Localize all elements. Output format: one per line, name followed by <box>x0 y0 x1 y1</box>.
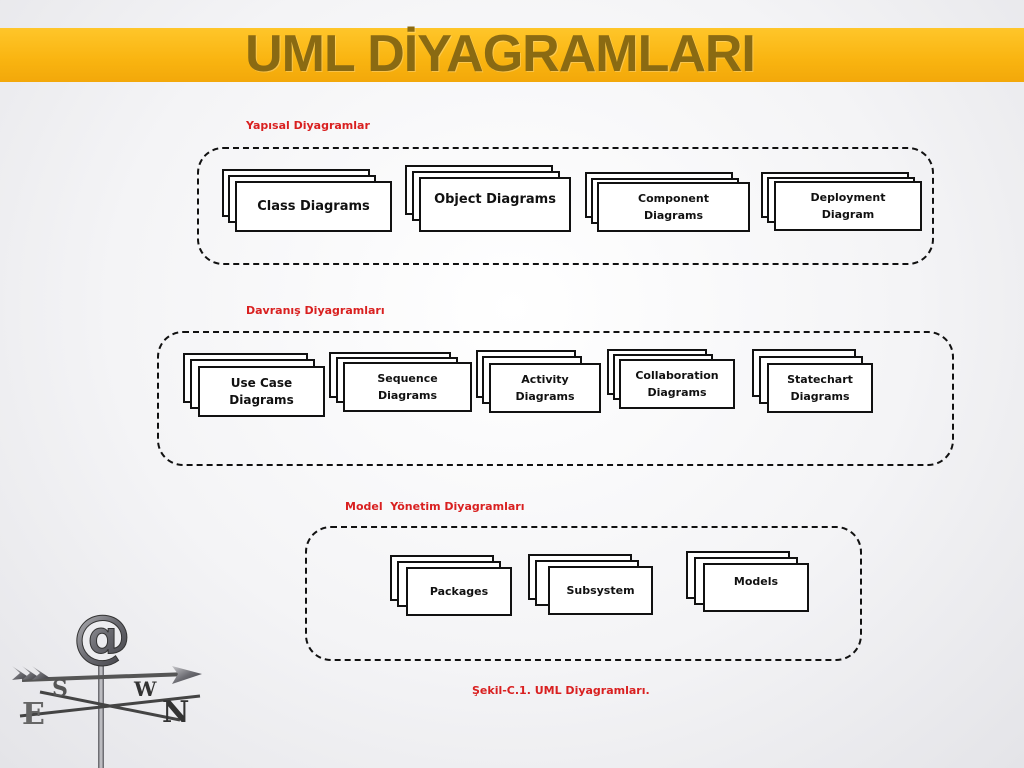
diagram-stack-use-case: Use Case Diagrams <box>183 353 325 417</box>
section-label-structural: Yapısal Diyagramlar <box>246 119 370 132</box>
diagram-box-models: Models <box>703 563 809 612</box>
direction-letter-n: N <box>162 695 189 730</box>
weathervane-fletching <box>12 666 50 680</box>
weathervane-arm-ns <box>39 690 181 722</box>
diagram-box-class: Class Diagrams <box>235 181 392 232</box>
diagram-stack-deployment: Deployment Diagram <box>761 172 924 232</box>
diagram-stack-collaboration: Collaboration Diagrams <box>607 349 735 411</box>
direction-letter-w: W <box>133 677 157 701</box>
direction-letter-e: E <box>22 697 45 732</box>
diagram-stack-packages: Packages <box>390 555 513 617</box>
diagram-stack-models: Models <box>686 551 810 613</box>
diagram-box-sequence: Sequence Diagrams <box>343 362 472 412</box>
group-model-management <box>305 526 862 661</box>
diagram-box-deployment: Deployment Diagram <box>774 181 922 231</box>
diagram-stack-component: Component Diagrams <box>585 172 751 232</box>
group-structural <box>197 147 934 265</box>
diagram-stack-sequence: Sequence Diagrams <box>329 352 473 412</box>
weathervane-arrow-head <box>172 666 202 684</box>
weathervane-pole <box>98 662 104 768</box>
title-bar <box>0 28 1024 82</box>
diagram-stack-activity: Activity Diagrams <box>476 350 602 414</box>
weathervane-emblem: @ <box>73 602 131 670</box>
diagram-box-packages: Packages <box>406 567 512 616</box>
diagram-stack-object: Object Diagrams <box>405 165 573 233</box>
weathervane-arrow-shaft <box>21 672 189 682</box>
diagram-box-object: Object Diagrams <box>419 177 571 232</box>
section-label-behavioral: Davranış Diyagramları <box>246 304 385 317</box>
diagram-stack-statechart: Statechart Diagrams <box>752 349 874 413</box>
diagram-box-collaboration: Collaboration Diagrams <box>619 359 735 409</box>
diagram-box-component: Component Diagrams <box>597 182 750 232</box>
diagram-box-use-case: Use Case Diagrams <box>198 366 325 417</box>
section-label-model-management: Model Yönetim Diyagramları <box>345 500 525 513</box>
diagram-box-subsystem: Subsystem <box>548 566 653 615</box>
diagram-stack-class: Class Diagrams <box>222 169 394 233</box>
figure-caption: Şekil-C.1. UML Diyagramları. <box>472 684 650 697</box>
diagram-box-statechart: Statechart Diagrams <box>767 363 873 413</box>
group-behavioral <box>157 331 954 466</box>
diagram-box-activity: Activity Diagrams <box>489 363 601 413</box>
page-title: UML DİYAGRAMLARI <box>245 25 756 83</box>
direction-letter-s: S <box>52 676 68 702</box>
weathervane-illustration: @ S W E N <box>12 602 202 768</box>
diagram-stack-subsystem: Subsystem <box>528 554 654 616</box>
